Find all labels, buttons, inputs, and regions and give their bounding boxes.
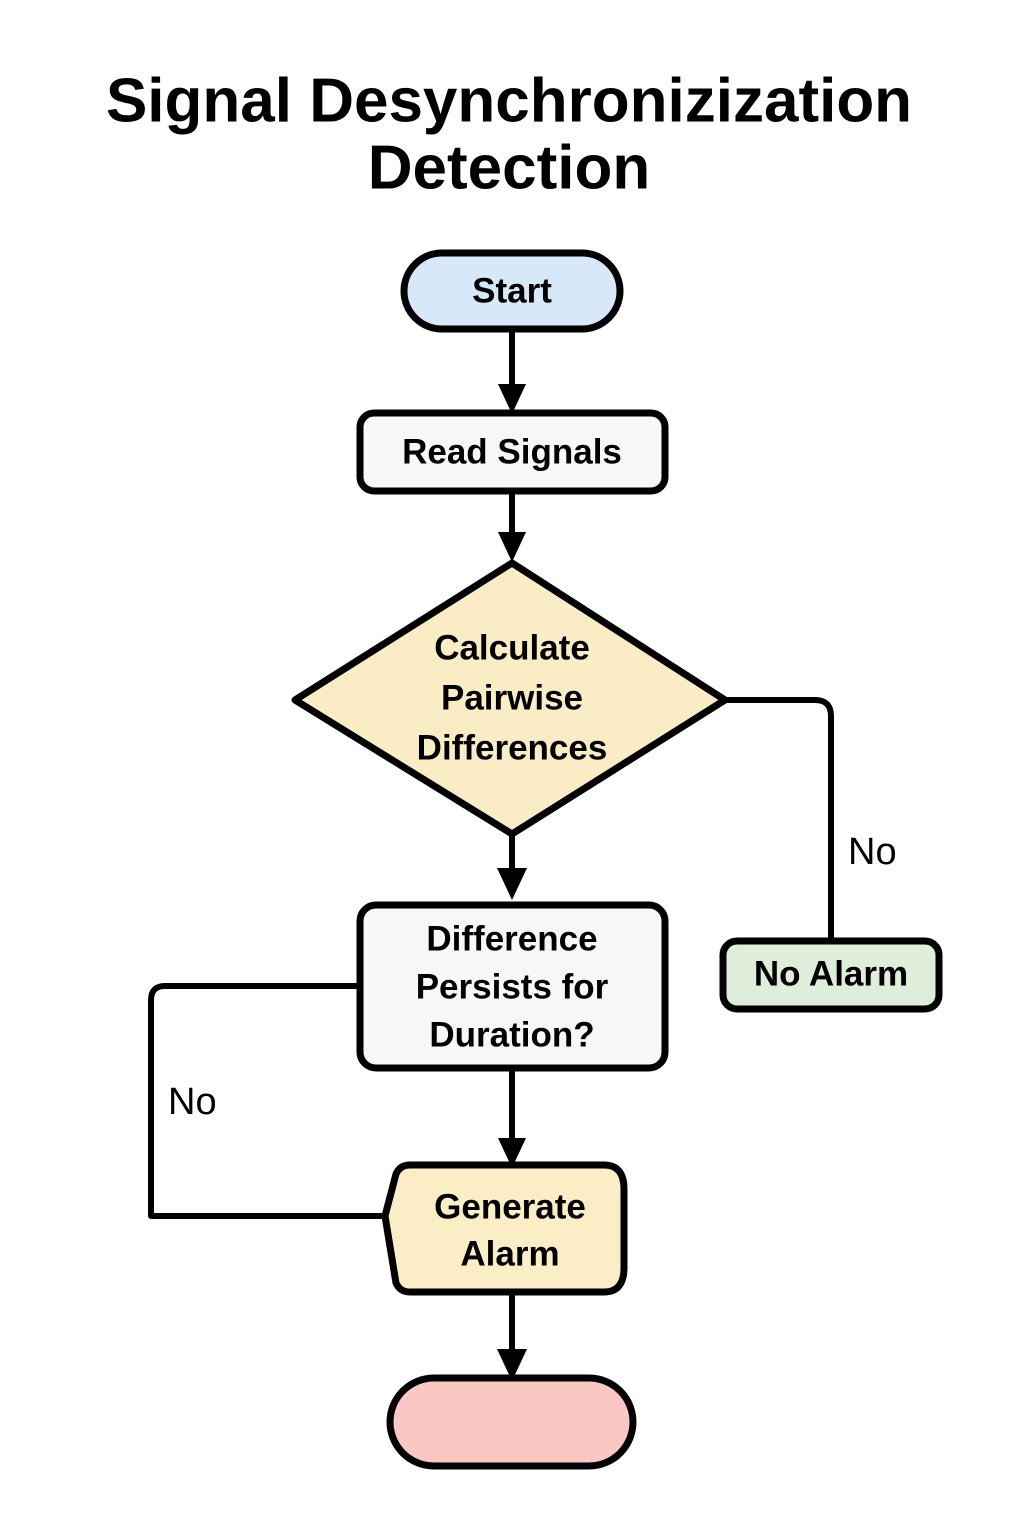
node-generate-alarm[interactable]: Generate Alarm bbox=[381, 1161, 628, 1296]
arrowhead-icon bbox=[498, 384, 526, 414]
node-start-shape[interactable] bbox=[400, 249, 624, 333]
node-generate-alarm-shape[interactable] bbox=[381, 1161, 628, 1296]
node-calculate-pairwise-differences[interactable]: Calculate Pairwise Differences bbox=[291, 559, 729, 838]
node-difference-persists-shape[interactable] bbox=[356, 901, 669, 1072]
node-generate-alarm-label-line-2: Alarm bbox=[460, 1234, 559, 1273]
node-read-signals[interactable]: Read Signals bbox=[356, 409, 669, 495]
node-read-signals-label: Read Signals bbox=[402, 432, 622, 471]
node-end-shape[interactable] bbox=[386, 1374, 637, 1470]
node-difference-persists[interactable]: Difference Persists for Duration? bbox=[356, 901, 669, 1072]
node-read-signals-shape[interactable] bbox=[356, 409, 669, 495]
diagram-title-line-2: Detection bbox=[368, 133, 650, 202]
arrowhead-icon bbox=[497, 1349, 527, 1381]
node-difference-persists-label-line-2: Persists for bbox=[416, 967, 609, 1006]
edge-label-no-right: No bbox=[848, 831, 897, 873]
node-end[interactable] bbox=[386, 1374, 637, 1470]
edge-calculate-to-difference bbox=[497, 832, 527, 900]
node-start[interactable]: Start bbox=[400, 249, 624, 333]
node-calculate-label-line-3: Differences bbox=[417, 728, 608, 767]
arrowhead-icon bbox=[497, 868, 527, 900]
node-calculate-pairwise-differences-shape[interactable] bbox=[291, 559, 729, 838]
edge-start-to-read-signals bbox=[498, 328, 526, 414]
node-generate-alarm-label-line-1: Generate bbox=[434, 1187, 586, 1226]
edge-generate-alarm-to-end bbox=[497, 1292, 527, 1381]
node-start-label: Start bbox=[472, 271, 552, 310]
node-no-alarm-shape[interactable] bbox=[719, 937, 943, 1013]
arrowhead-icon bbox=[498, 532, 526, 562]
edge-line bbox=[148, 983, 385, 1219]
diagram-title-line-1: Signal Desynchronizization bbox=[106, 66, 912, 135]
edge-difference-to-generate-alarm bbox=[498, 1068, 526, 1168]
node-no-alarm-label: No Alarm bbox=[754, 954, 908, 993]
node-calculate-label-line-2: Pairwise bbox=[441, 678, 583, 717]
node-calculate-label-line-1: Calculate bbox=[434, 628, 590, 667]
edge-label-no-left: No bbox=[168, 1081, 217, 1123]
diagram-title: Signal Desynchronizization Detection bbox=[106, 66, 912, 202]
node-difference-persists-label-line-1: Difference bbox=[426, 919, 597, 958]
node-no-alarm[interactable]: No Alarm bbox=[719, 937, 943, 1013]
arrowhead-icon bbox=[498, 1138, 526, 1168]
node-difference-persists-label-line-3: Duration? bbox=[429, 1015, 594, 1054]
edge-calculate-to-no-alarm: No bbox=[725, 697, 897, 941]
edge-line bbox=[725, 697, 834, 941]
edge-read-signals-to-calculate bbox=[498, 491, 526, 562]
edge-difference-to-generate-alarm-no: No bbox=[148, 983, 385, 1219]
